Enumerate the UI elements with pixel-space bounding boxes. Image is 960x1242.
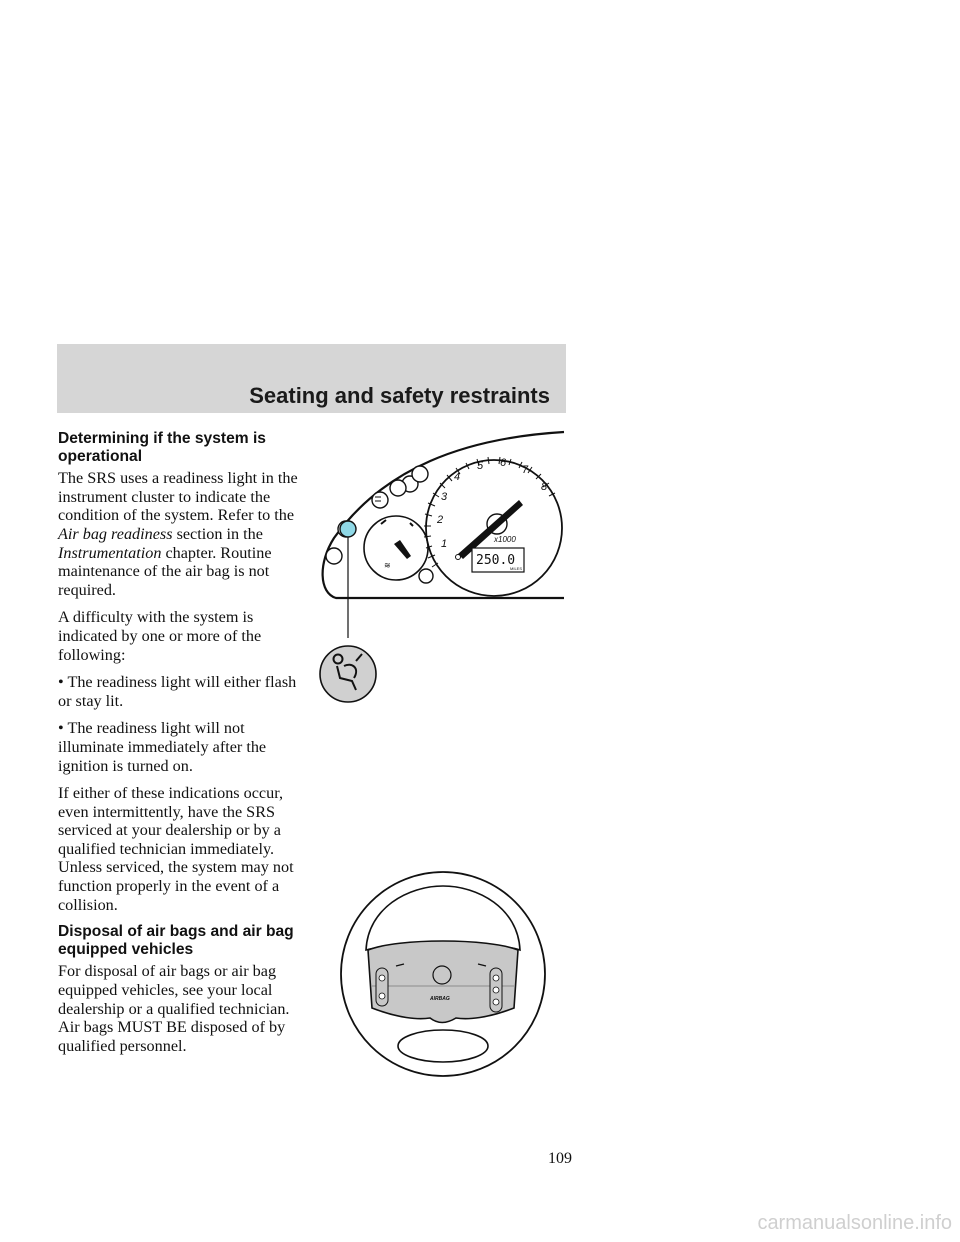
bullet-item: • The readiness light will either flash … — [58, 673, 297, 710]
airbag-readiness-light — [339, 520, 357, 538]
page-number: 109 — [548, 1150, 572, 1167]
temperature-gauge — [363, 515, 429, 581]
tach-label: 7 — [522, 464, 529, 476]
reference-air-bag-readiness: Air bag readiness — [58, 524, 173, 543]
tach-label: 6 — [500, 457, 507, 469]
tach-label: 2 — [436, 514, 443, 526]
warning-lamp — [389, 479, 407, 497]
paragraph-readiness-light: The SRS uses a readiness light in the in… — [58, 469, 298, 599]
tachometer-needle — [458, 500, 523, 559]
bullet-symbol: • — [58, 719, 64, 738]
tach-label: 3 — [441, 491, 448, 503]
tach-label: 4 — [454, 471, 460, 483]
body-text-column: Determining if the system is operational… — [58, 430, 308, 1064]
fog-lamp-icon — [371, 491, 389, 509]
bullet-symbol: • — [58, 673, 64, 692]
tach-label: 1 — [441, 538, 447, 550]
horn-emblem — [432, 965, 452, 985]
airbag-light-magnified — [319, 645, 377, 703]
section-header-band: Seating and safety restraints — [57, 344, 566, 413]
paragraph-difficulty: A difficulty with the system is indicate… — [58, 608, 262, 664]
check-engine-icon — [325, 547, 343, 565]
steering-wheel-illustration: AIRBAG — [340, 871, 546, 1077]
fuel-icon — [418, 568, 434, 584]
odometer-value: 250.0 — [476, 553, 515, 568]
left-control-pad — [375, 967, 389, 1007]
paragraph-disposal: For disposal of air bags or air bag equi… — [58, 962, 290, 1055]
lower-spoke-opening — [397, 1029, 489, 1063]
turn-signal-icon — [411, 465, 429, 483]
svg-text:≋: ≋ — [384, 561, 391, 570]
reference-instrumentation: Instrumentation — [58, 543, 162, 562]
airbag-icon — [332, 653, 363, 691]
paragraph-service: If either of these indications occur, ev… — [58, 784, 294, 914]
footer-watermark: carmanualsonline.info — [757, 1212, 952, 1234]
tach-multiplier: x1000 — [493, 535, 516, 544]
heading-system-operational: Determining if the system is operational — [58, 430, 266, 465]
odometer-unit: MILES — [510, 566, 522, 571]
tach-label: 8 — [541, 481, 548, 493]
airbag-label: AIRBAG — [429, 996, 450, 1002]
temperature-needle — [394, 540, 411, 559]
instrument-cluster-illustration: ≋ 1 2 3 4 5 6 7 8 x1000 250.0 MILES — [319, 430, 565, 703]
tach-label: 5 — [477, 460, 484, 472]
heading-disposal: Disposal of air bags and air bag equippe… — [58, 923, 294, 958]
bullet-item: • The readiness light will not illuminat… — [58, 719, 267, 775]
page-title: Seating and safety restraints — [249, 383, 550, 408]
odometer-display — [471, 547, 525, 573]
